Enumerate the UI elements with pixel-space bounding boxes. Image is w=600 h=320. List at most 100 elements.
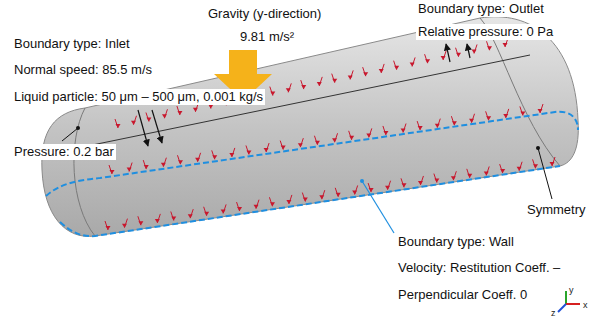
velocity-head <box>349 136 354 140</box>
velocity-head <box>467 174 472 178</box>
velocity-head <box>110 170 115 174</box>
velocity-head <box>383 131 388 135</box>
velocity-head <box>319 195 324 199</box>
velocity-head <box>221 209 226 213</box>
outlet-leader <box>446 44 450 62</box>
velocity-head <box>144 165 149 169</box>
velocity-head <box>352 190 357 194</box>
inlet-type: Boundary type: Inlet <box>12 36 132 52</box>
velocity-head <box>520 111 525 115</box>
outlet-face-edge <box>480 18 560 166</box>
inlet-speed: Normal speed: 85.5 m/s <box>12 62 154 78</box>
velocity-head <box>441 56 446 60</box>
velocity-head <box>434 179 439 183</box>
velocity-head <box>178 160 183 164</box>
velocity-head <box>394 66 399 70</box>
velocity-head <box>401 129 406 133</box>
inlet-leader <box>152 110 162 143</box>
velocity-head <box>425 59 430 63</box>
velocity-head <box>332 79 337 83</box>
velocity-head <box>487 46 492 50</box>
velocity-head <box>122 224 127 228</box>
velocity-head <box>517 167 522 171</box>
velocity-head <box>452 121 457 125</box>
velocity-head <box>281 146 286 150</box>
z-axis <box>558 304 566 312</box>
velocity-head <box>188 214 193 218</box>
velocity-head <box>538 109 543 113</box>
velocity-head <box>363 72 368 76</box>
velocity-head <box>385 186 390 190</box>
velocity-head <box>503 114 508 118</box>
velocity-head <box>131 121 136 125</box>
velocity-head <box>418 181 423 185</box>
velocity-head <box>208 105 213 109</box>
inlet-particle: Liquid particle: 50 μm – 500 μm, 0.001 k… <box>12 89 265 105</box>
velocity-head <box>155 219 160 223</box>
velocity-head <box>503 43 508 47</box>
velocity-head <box>193 108 198 112</box>
velocity-head <box>348 75 353 79</box>
velocity-head <box>369 188 374 192</box>
velocity-head <box>456 53 461 57</box>
gravity-value: 9.81 m/s² <box>238 29 296 45</box>
wall-leader <box>362 181 394 233</box>
velocity-head <box>379 69 384 73</box>
velocity-head <box>177 111 182 115</box>
velocity-head <box>138 221 143 225</box>
velocity-head <box>298 143 303 147</box>
velocity-glyphs <box>105 38 555 230</box>
leader-dot <box>76 126 80 130</box>
velocity-head <box>366 133 371 137</box>
velocity-head <box>286 88 291 92</box>
velocity-head <box>435 124 440 128</box>
velocity-head <box>286 200 291 204</box>
axis-label: z <box>551 308 556 318</box>
symmetry-leader <box>538 148 552 199</box>
velocity-head <box>246 150 251 154</box>
velocity-head <box>332 138 337 142</box>
gravity-label: Gravity (y-direction) <box>206 6 323 22</box>
inlet-cap-edge <box>74 108 95 236</box>
velocity-head <box>410 62 415 66</box>
velocity-head <box>418 126 423 130</box>
velocity-head <box>317 82 322 86</box>
outlet-leader <box>467 44 470 58</box>
velocity-head <box>204 212 209 216</box>
velocity-head <box>301 85 306 89</box>
wall-type: Boundary type: Wall <box>396 234 516 250</box>
velocity-head <box>550 162 555 166</box>
velocity-head <box>500 169 505 173</box>
leader-dot <box>536 146 540 150</box>
velocity-head <box>469 119 474 123</box>
velocity-head <box>229 153 234 157</box>
symmetry-label: Symmetry <box>525 202 588 218</box>
velocity-head <box>237 207 242 211</box>
velocity-head <box>315 141 320 145</box>
velocity-head <box>171 217 176 221</box>
velocity-head <box>484 171 489 175</box>
velocity-head <box>486 116 491 120</box>
velocity-head <box>162 114 167 118</box>
velocity-head <box>146 118 151 122</box>
y-axis <box>565 291 567 304</box>
velocity-head <box>195 158 200 162</box>
wall-outline <box>60 166 560 236</box>
axis-label: y <box>569 285 574 295</box>
velocity-head <box>161 163 166 167</box>
velocity-head <box>451 176 456 180</box>
inlet-leader <box>138 110 148 146</box>
velocity-head <box>336 193 341 197</box>
velocity-head <box>116 124 121 128</box>
x-axis <box>566 303 580 305</box>
velocity-head <box>106 226 111 230</box>
velocity-head <box>303 198 308 202</box>
outlet-pressure: Relative pressure: 0 Pa <box>416 24 555 40</box>
wall-outline <box>46 112 578 196</box>
velocity-head <box>533 164 538 168</box>
velocity-head <box>264 148 269 152</box>
leader-dot <box>360 179 364 183</box>
velocity-head <box>402 183 407 187</box>
